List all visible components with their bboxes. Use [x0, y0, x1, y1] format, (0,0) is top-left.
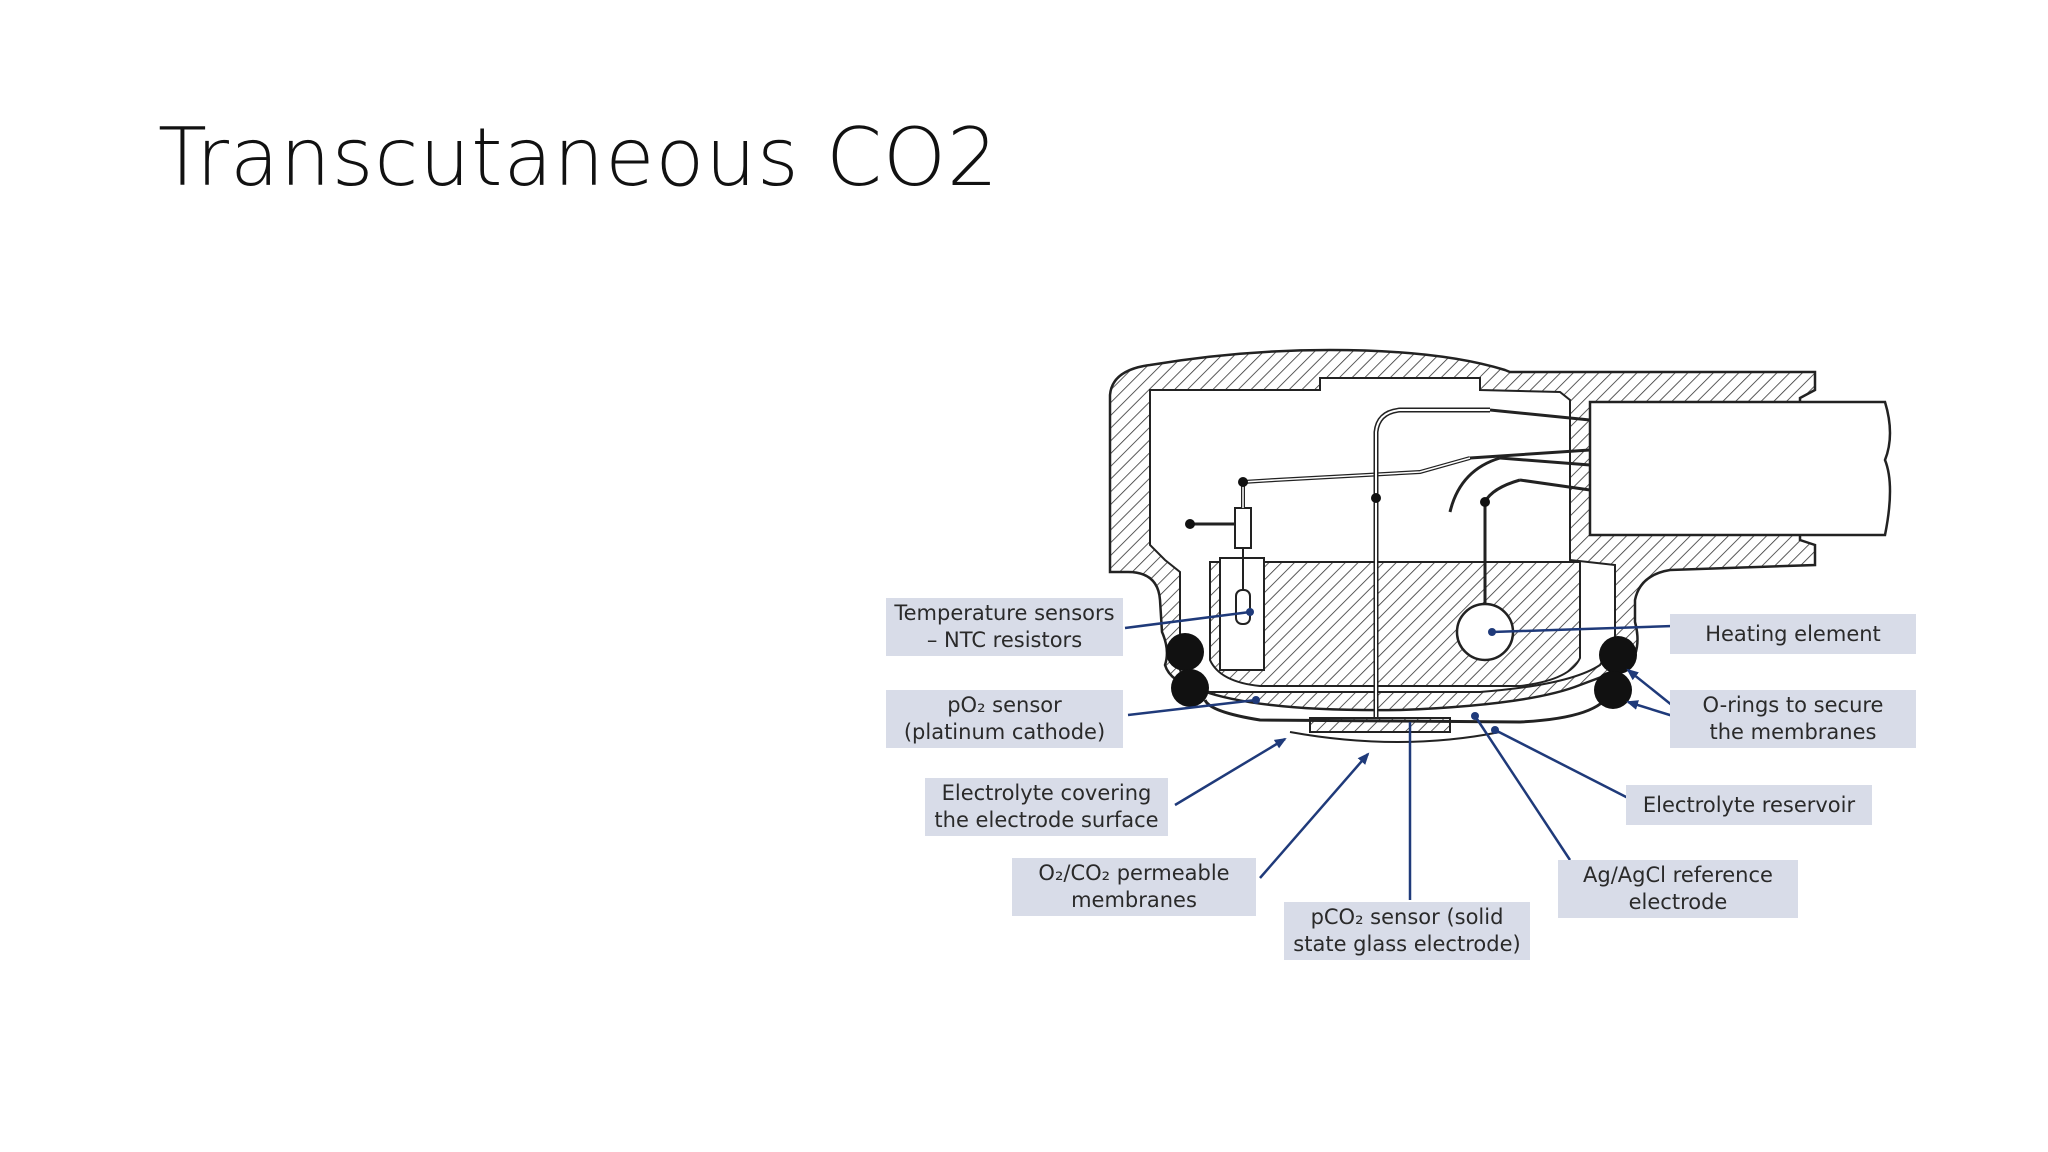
label-line: state glass electrode): [1293, 932, 1521, 956]
leader-temperature: [1124, 610, 1251, 630]
leader-reservoir: [1494, 728, 1633, 802]
label-line: pCO₂ sensor (solid: [1310, 905, 1504, 929]
electrode-block: [1209, 561, 1581, 687]
ref-wire-2: [1448, 456, 1501, 513]
pco2-rod-inner: [1375, 409, 1490, 720]
leader-oring-2: [1626, 700, 1674, 718]
leader-oring-1: [1626, 668, 1674, 707]
leader-reference: [1473, 715, 1572, 861]
membrane: [1203, 691, 1612, 724]
label-line: O-rings to secure: [1702, 693, 1884, 717]
sensor-cable: [1588, 400, 1892, 537]
label-line: (platinum cathode): [903, 720, 1106, 744]
label-po2-sensor: pO₂ sensor (platinum cathode): [886, 690, 1123, 748]
rod-node: [1371, 493, 1381, 503]
label-temperature-sensors: Temperature sensors – NTC resistors: [886, 598, 1123, 656]
label-electrolyte-reservoir: Electrolyte reservoir: [1626, 785, 1872, 825]
label-line: the electrode surface: [934, 808, 1159, 832]
leader-heating: [1491, 624, 1674, 634]
side-wire-dot: [1185, 519, 1195, 529]
label-line: Heating element: [1705, 621, 1881, 646]
leader-electrolyte: [1174, 737, 1287, 807]
label-line: Electrolyte covering: [941, 781, 1152, 805]
o-ring: [1594, 671, 1632, 709]
label-line: membranes: [1071, 888, 1197, 912]
leader-membranes: [1259, 752, 1370, 879]
membrane-bottom: [1289, 731, 1501, 743]
label-heating-element: Heating element: [1670, 614, 1916, 654]
label-line: the membranes: [1709, 720, 1877, 744]
leader-dot: [1246, 608, 1254, 616]
cable-wires: [1469, 408, 1591, 492]
ref-node: [1480, 497, 1490, 507]
slide-title: Transcutaneous CO2: [158, 111, 999, 204]
label-pco2-sensor: pCO₂ sensor (solid state glass electrode…: [1284, 902, 1530, 960]
leader-dot: [1488, 628, 1496, 636]
thermistor-head: [1234, 507, 1252, 549]
label-line: electrode: [1628, 890, 1728, 914]
leader-dot: [1252, 696, 1260, 704]
label-o-rings: O-rings to secure the membranes: [1670, 690, 1916, 748]
label-line: Temperature sensors: [894, 601, 1115, 625]
wire-node: [1238, 477, 1248, 487]
sensor-diagram: [1108, 348, 1892, 900]
label-line: O₂/CO₂ permeable: [1038, 861, 1230, 885]
label-line: Ag/AgCl reference: [1583, 863, 1773, 887]
label-membranes: O₂/CO₂ permeable membranes: [1012, 858, 1256, 916]
o-ring: [1599, 636, 1637, 674]
leader-dot: [1491, 726, 1499, 734]
wire-temp-inner: [1242, 457, 1471, 508]
label-reference-electrode: Ag/AgCl reference electrode: [1558, 860, 1798, 918]
thermistor: [1235, 589, 1251, 625]
label-line: – NTC resistors: [926, 628, 1083, 652]
label-line: Electrolyte reservoir: [1642, 792, 1856, 817]
label-electrolyte-covering: Electrolyte covering the electrode surfa…: [925, 778, 1168, 836]
leader-po2: [1127, 698, 1257, 717]
o-ring: [1166, 633, 1204, 671]
o-ring: [1171, 669, 1209, 707]
label-line: pO₂ sensor: [947, 693, 1062, 717]
leader-dot: [1471, 712, 1479, 720]
